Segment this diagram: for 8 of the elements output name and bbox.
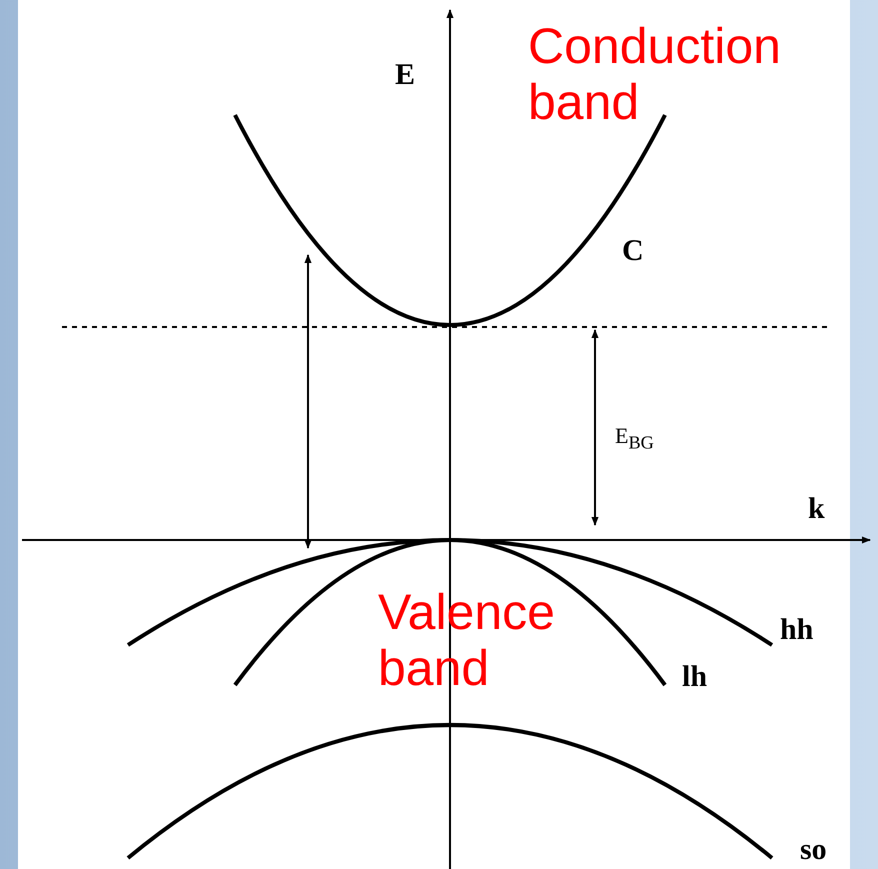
curve-label: lh: [682, 662, 708, 692]
axis-label: E: [395, 60, 416, 90]
band-label: Conduction band: [528, 18, 782, 130]
curve-label: hh: [780, 615, 814, 645]
axis-label: k: [808, 494, 825, 524]
curve-label: so: [800, 835, 827, 865]
curve-label: C: [622, 236, 644, 266]
gap-label: E$_{BG}$: [615, 425, 654, 452]
